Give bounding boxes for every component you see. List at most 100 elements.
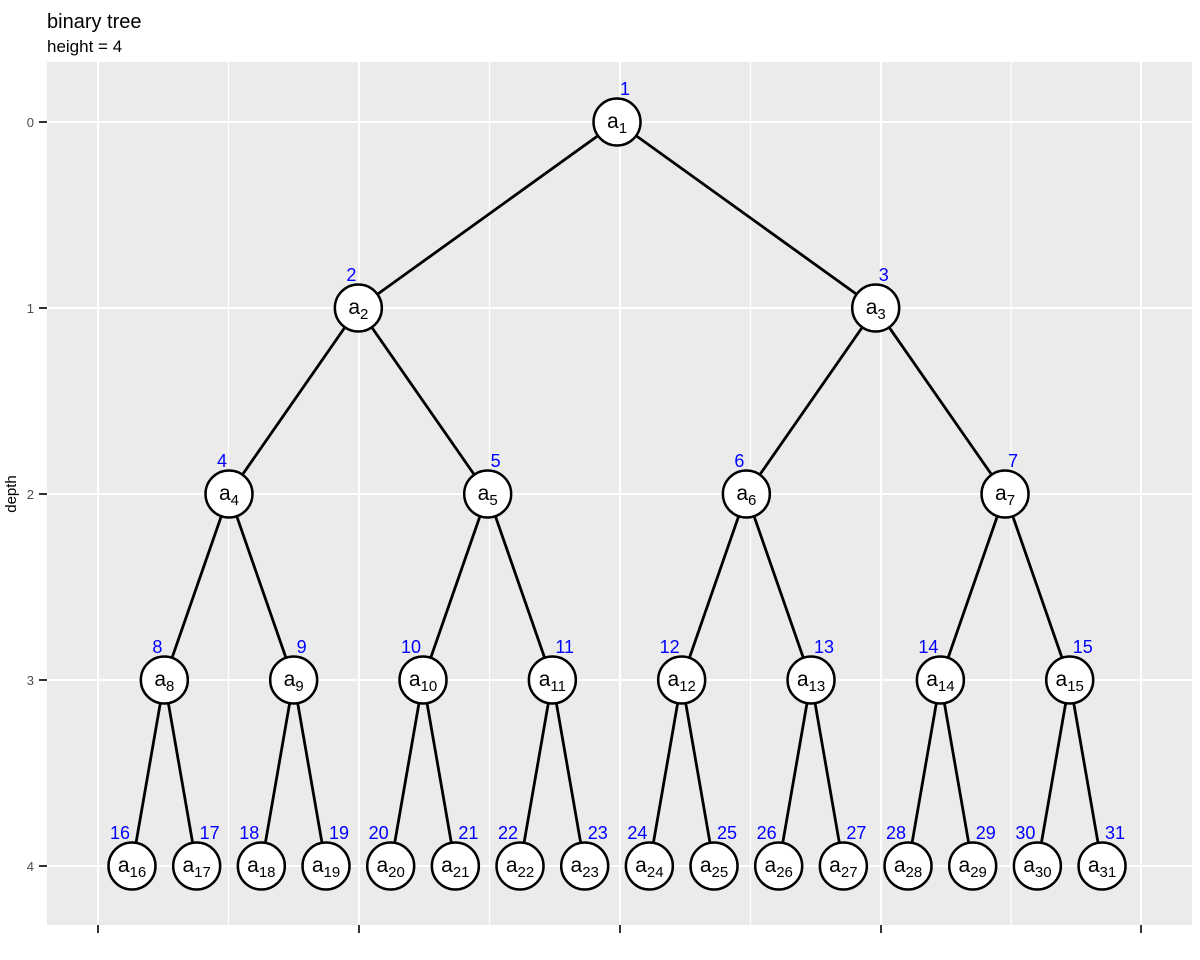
node-id-label: 31: [1105, 823, 1125, 843]
node-circle: [398, 655, 448, 705]
tree-edge: [938, 492, 1007, 682]
node-label: a9: [284, 668, 304, 695]
node-circle: [495, 841, 545, 891]
tree-edge: [1068, 678, 1104, 868]
tree-node: a55: [462, 451, 513, 519]
tree-edge: [421, 678, 457, 868]
node-label: a7: [995, 482, 1015, 509]
tree-edge: [292, 678, 328, 868]
tree-node: a8 8: [139, 637, 190, 705]
tree-node: a9 9: [268, 637, 319, 705]
node-id-label: 8: [152, 637, 162, 657]
node-label: a18: [247, 854, 275, 881]
node-circle: [268, 655, 319, 705]
tree-node: a17 17: [171, 823, 222, 891]
node-label: a4: [219, 482, 239, 509]
node-label: a19: [312, 854, 340, 881]
node-circle: [818, 841, 869, 891]
node-label: a26: [765, 854, 793, 881]
node-label: a8: [154, 668, 174, 695]
node-id-label: 18: [239, 823, 259, 843]
tree-edge: [938, 678, 975, 868]
tree-edge: [421, 492, 490, 682]
node-circle: [786, 655, 836, 705]
node-circle: [656, 655, 707, 705]
node-label: a15: [1056, 668, 1084, 695]
node-label: a31: [1088, 854, 1116, 881]
node-circle: [753, 841, 804, 891]
node-circle: [721, 469, 772, 519]
tree-node: a4 4: [204, 451, 254, 519]
node-id-label: 20: [369, 823, 389, 843]
node-circle: [365, 841, 416, 891]
node-label: a25: [700, 854, 728, 881]
y-tick-label: 4: [27, 859, 34, 874]
tree-node: a20 20: [365, 823, 416, 891]
node-label: a2: [348, 296, 368, 323]
node-circle: [430, 841, 481, 891]
tree-node: a26 26: [753, 823, 804, 891]
node-id-label: 26: [757, 823, 777, 843]
node-id-label: 23: [588, 823, 608, 843]
node-label: a17: [182, 854, 210, 881]
tree-edge: [356, 306, 490, 496]
node-id-label: 6: [734, 451, 744, 471]
node-id-label: 1: [620, 79, 630, 99]
node-circle: [1012, 841, 1063, 891]
node-circle: [462, 469, 513, 519]
node-circle: [204, 469, 254, 519]
node-circle: [236, 841, 287, 891]
tree-edge: [1035, 678, 1072, 868]
node-id-label: 2: [346, 265, 356, 285]
tree-edge: [615, 120, 878, 310]
tree-edge: [227, 306, 360, 496]
y-tick-label: 0: [27, 115, 34, 130]
tree-edge: [744, 306, 878, 496]
tree-node: a11: [592, 79, 642, 147]
node-id-label: 21: [458, 823, 478, 843]
node-circle: [883, 841, 933, 891]
tree-nodes: a11a22a33a44a55a66a77a88a99a1010a1111a12…: [107, 79, 1127, 891]
y-tick-label: 3: [27, 673, 34, 688]
node-label: a29: [959, 854, 987, 881]
node-label: a22: [506, 854, 534, 881]
node-label: a10: [409, 668, 437, 695]
tree-edge: [518, 678, 554, 868]
node-circle: [1044, 655, 1095, 705]
node-circle: [689, 841, 739, 891]
node-label: a20: [376, 854, 404, 881]
tree-edge: [356, 120, 619, 310]
tree-node: a22 22: [495, 823, 545, 891]
node-id-label: 16: [110, 823, 130, 843]
node-id-label: 13: [814, 637, 834, 657]
tree-node: a66: [721, 451, 772, 519]
tree-edge: [259, 678, 296, 868]
node-id-label: 28: [886, 823, 906, 843]
node-circle: [1077, 841, 1127, 891]
node-id-label: 24: [627, 823, 647, 843]
node-id-label: 9: [297, 637, 307, 657]
plot-subtitle: height = 4: [47, 37, 123, 56]
node-id-label: 5: [491, 451, 501, 471]
node-id-label: 22: [498, 823, 518, 843]
node-circle: [107, 841, 157, 891]
node-label: a11: [539, 668, 566, 695]
node-label: a12: [668, 668, 696, 695]
node-id-label: 11: [555, 637, 574, 657]
node-circle: [301, 841, 351, 891]
node-label: a21: [441, 854, 469, 881]
node-circle: [527, 655, 578, 705]
tree-edge: [777, 678, 813, 868]
node-circle: [139, 655, 190, 705]
node-id-label: 4: [217, 451, 227, 471]
node-label: a28: [894, 854, 922, 881]
node-id-label: 17: [200, 823, 220, 843]
tree-node: a21 21: [430, 823, 481, 891]
